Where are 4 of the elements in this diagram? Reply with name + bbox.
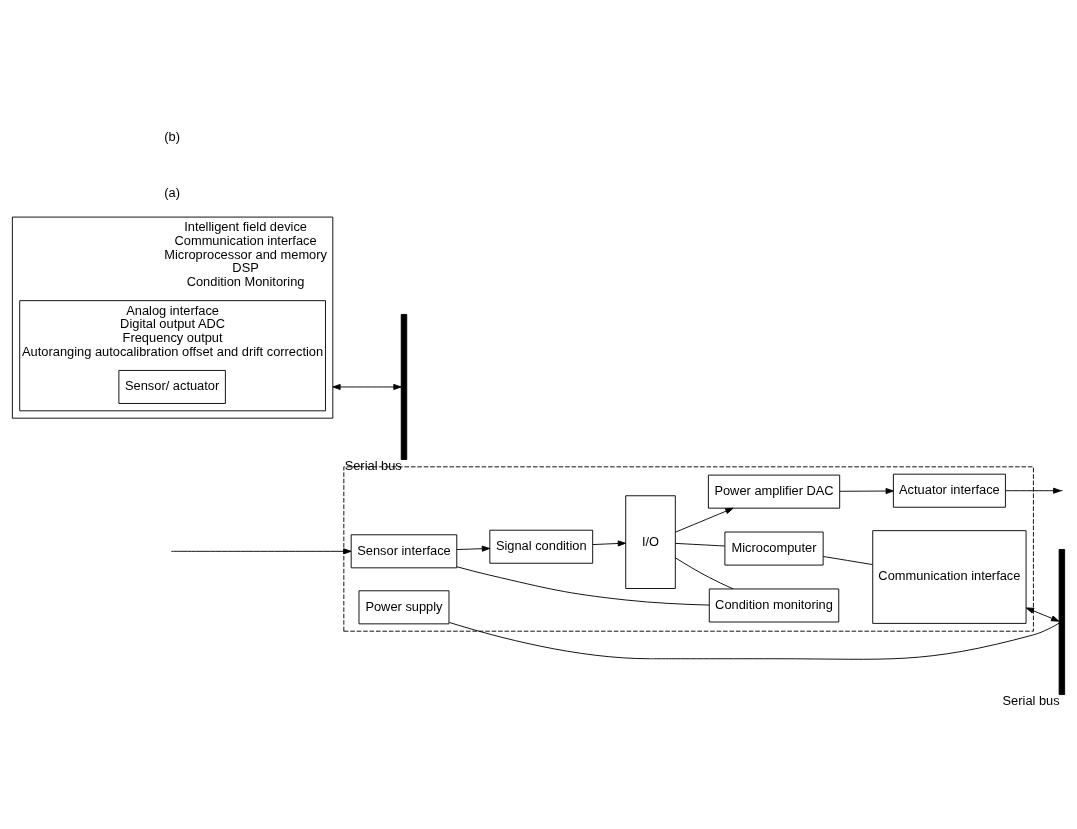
node-label: Serial bus — [1002, 692, 1060, 708]
label: (a) — [164, 184, 180, 200]
label: (b) — [164, 128, 180, 144]
node-label: Serial bus — [344, 457, 402, 473]
